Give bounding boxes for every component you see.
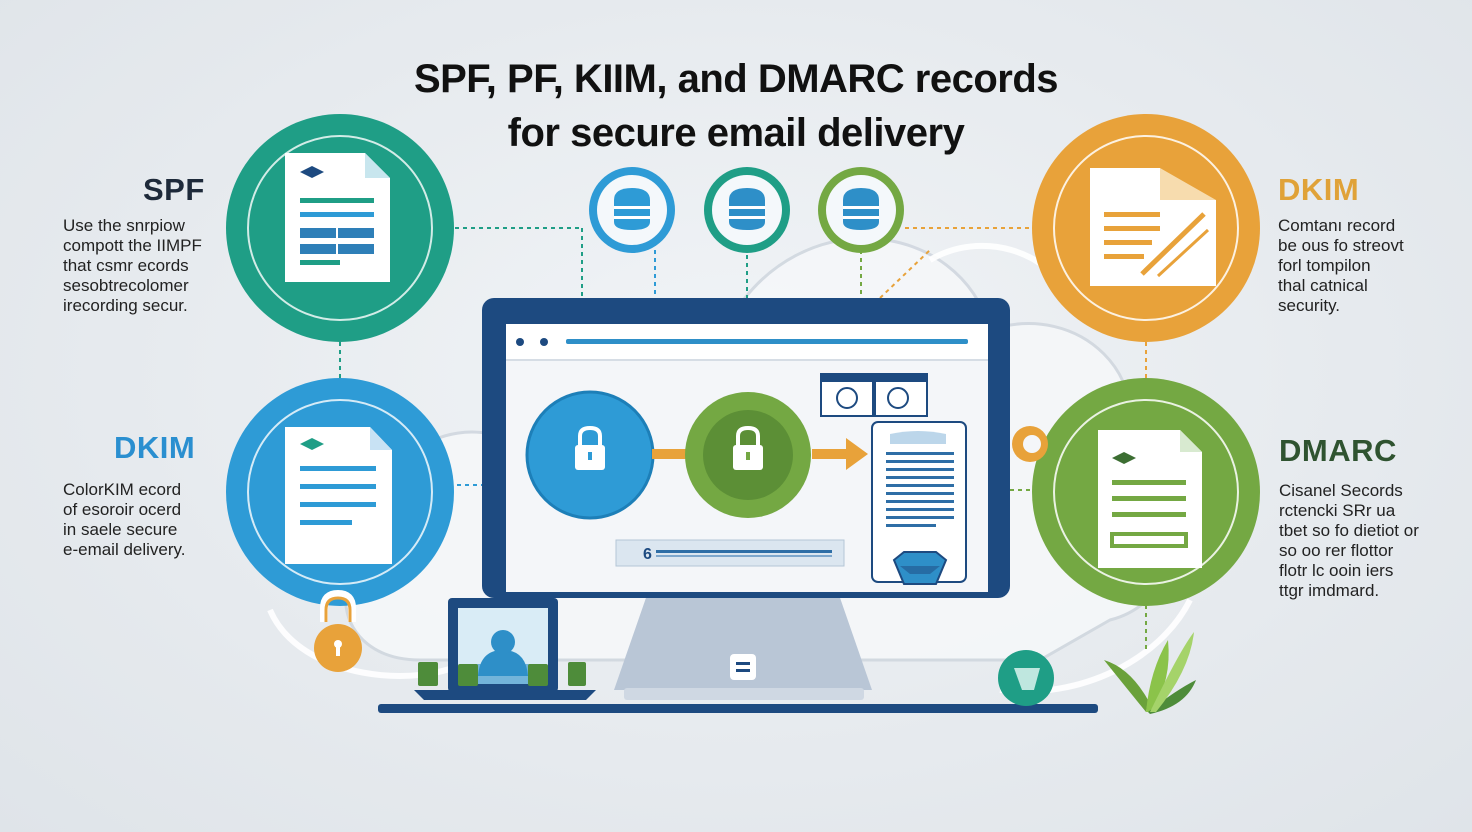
screen-lock-blue: [525, 390, 655, 520]
spf-heading: SPF: [143, 172, 205, 207]
arrow-right-icon: [652, 449, 688, 459]
dkim-left-heading: DKIM: [114, 430, 196, 465]
email-document: [871, 421, 967, 585]
document-icon: [1098, 430, 1202, 568]
svg-text:6: 6: [643, 546, 652, 563]
arrow-right-icon: [812, 438, 868, 470]
lock-icon: [733, 425, 763, 470]
dkim-right-description: Comtanı record be ous fo streovt forl to…: [1278, 216, 1404, 315]
title-line-2: for secure email delivery: [507, 111, 965, 155]
small-ring-icon: [1012, 426, 1048, 462]
dkim-right-heading: DKIM: [1278, 172, 1360, 207]
plant-icon: [1104, 632, 1196, 714]
dmarc-circle: [1032, 378, 1260, 606]
search-bar: 6: [615, 539, 845, 567]
laptop-icon: [414, 598, 596, 700]
padlock-icon: [314, 589, 362, 672]
dmarc-description: Cisanel Secords rctencki SRr ua tbet so …: [1279, 481, 1419, 600]
desk-surface: [378, 704, 1098, 713]
badge-icon: [998, 650, 1054, 706]
database-icon-green: [818, 167, 904, 253]
title-line-1: SPF, PF, KIIM, and DMARC records: [413, 57, 1059, 101]
dkim-left-circle: [226, 378, 454, 606]
window-thumbnails: [820, 373, 928, 417]
dkim-right-circle: [1032, 114, 1260, 342]
dmarc-heading: DMARC: [1279, 433, 1397, 468]
spf-description: Use the snrpiow compott the IIMPF that c…: [63, 216, 202, 315]
lock-icon: [575, 425, 605, 470]
database-icon-blue: [589, 167, 675, 253]
document-icon: [1090, 168, 1216, 286]
screen-lock-green: [685, 392, 811, 518]
spf-circle: [226, 114, 454, 342]
document-icon: [285, 427, 392, 564]
dkim-left-description: ColorKIM ecord of esoroir ocerd in saele…: [63, 480, 186, 559]
page-title: SPF, PF, KIIM, and DMARC records for sec…: [336, 52, 1136, 160]
database-icon-teal: [704, 167, 790, 253]
document-icon: [285, 153, 390, 282]
